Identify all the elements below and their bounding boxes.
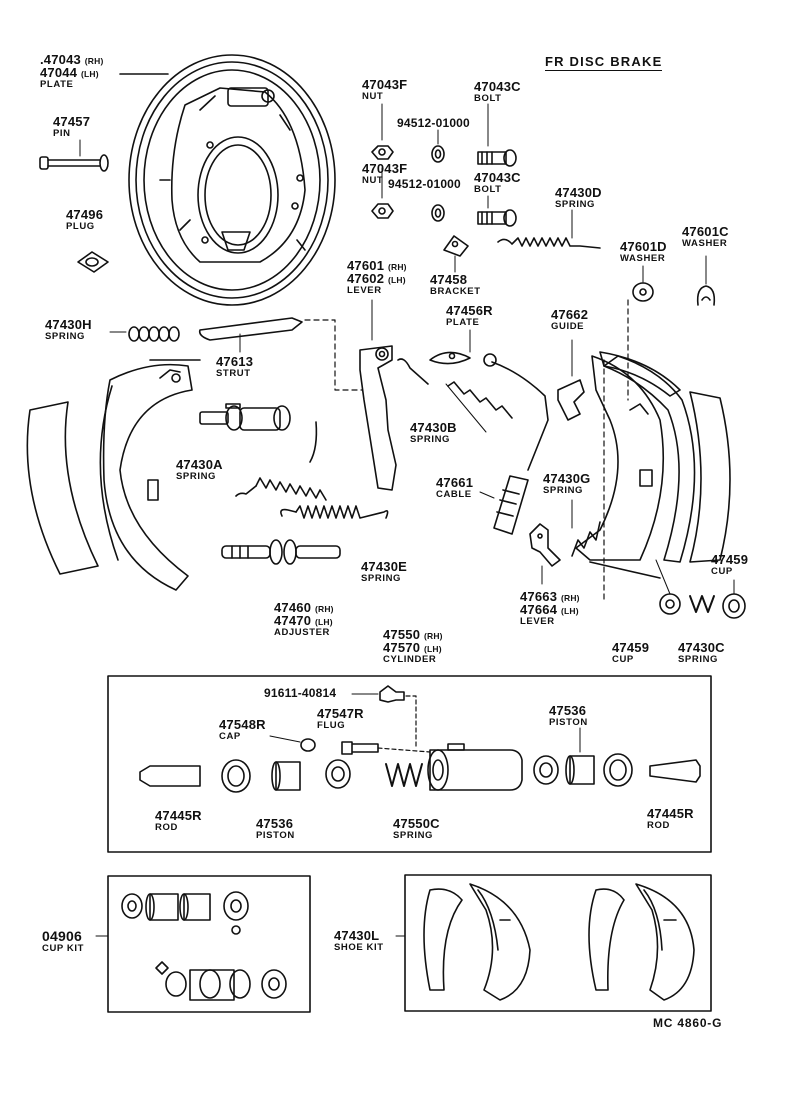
washer-d-drawing [632, 265, 654, 302]
label-lever-b[interactable]: 47663 (RH) 47664 (LH) LEVER [520, 589, 580, 627]
right-shoe-drawing [575, 299, 731, 601]
label-plate[interactable]: .47043 (RH) 47044 (LH) PLATE [40, 52, 104, 90]
label-bleeder[interactable]: 91611-40814 [264, 686, 337, 700]
shoe-kit-drawing [395, 883, 695, 1001]
fasteners-drawing [371, 103, 517, 227]
spring-b-drawing [397, 358, 513, 433]
spring-h-drawing [109, 326, 180, 342]
label-lever-main[interactable]: 47601 (RH) 47602 (LH) LEVER [347, 258, 407, 296]
shoe-kit-frame [404, 874, 712, 1012]
label-adjuster[interactable]: 47460 (RH) 47470 (LH) ADJUSTER [274, 600, 334, 638]
cylinder-detail-frame [107, 675, 712, 853]
backing-plate-drawing [128, 54, 336, 306]
washer-c-drawing [696, 255, 716, 306]
spring-d-drawing [497, 209, 601, 249]
label-washer-top[interactable]: 94512-01000 [397, 116, 470, 130]
lever-main-drawing [359, 299, 397, 491]
diagram-code: MC 4860-G [653, 1016, 723, 1030]
bracket-drawing [443, 235, 469, 273]
wheel-cylinder-upper-drawing [199, 403, 291, 431]
cylinder-detail-drawing [139, 685, 701, 793]
lever-b-drawing [529, 523, 561, 585]
plate-r-drawing [429, 329, 497, 367]
strut-drawing [198, 317, 363, 391]
adjuster-drawing [221, 539, 341, 565]
cup-kit-frame [107, 875, 311, 1013]
guide-drawing [557, 339, 585, 421]
spring-a-drawing [235, 421, 327, 501]
cup-kit-drawing [95, 891, 287, 1001]
diagram-title: FR DISC BRAKE [545, 54, 663, 71]
label-washer-bottom[interactable]: 94512-01000 [388, 177, 461, 191]
pin-drawing [39, 139, 109, 172]
cable-drawing [479, 361, 549, 535]
label-cylinder[interactable]: 47550 (RH) 47570 (LH) CYLINDER [383, 627, 443, 665]
left-shoe-drawing [26, 359, 201, 591]
plug-drawing [77, 251, 109, 273]
spring-e-drawing [280, 505, 389, 519]
cup-spring-drawing [655, 559, 746, 619]
